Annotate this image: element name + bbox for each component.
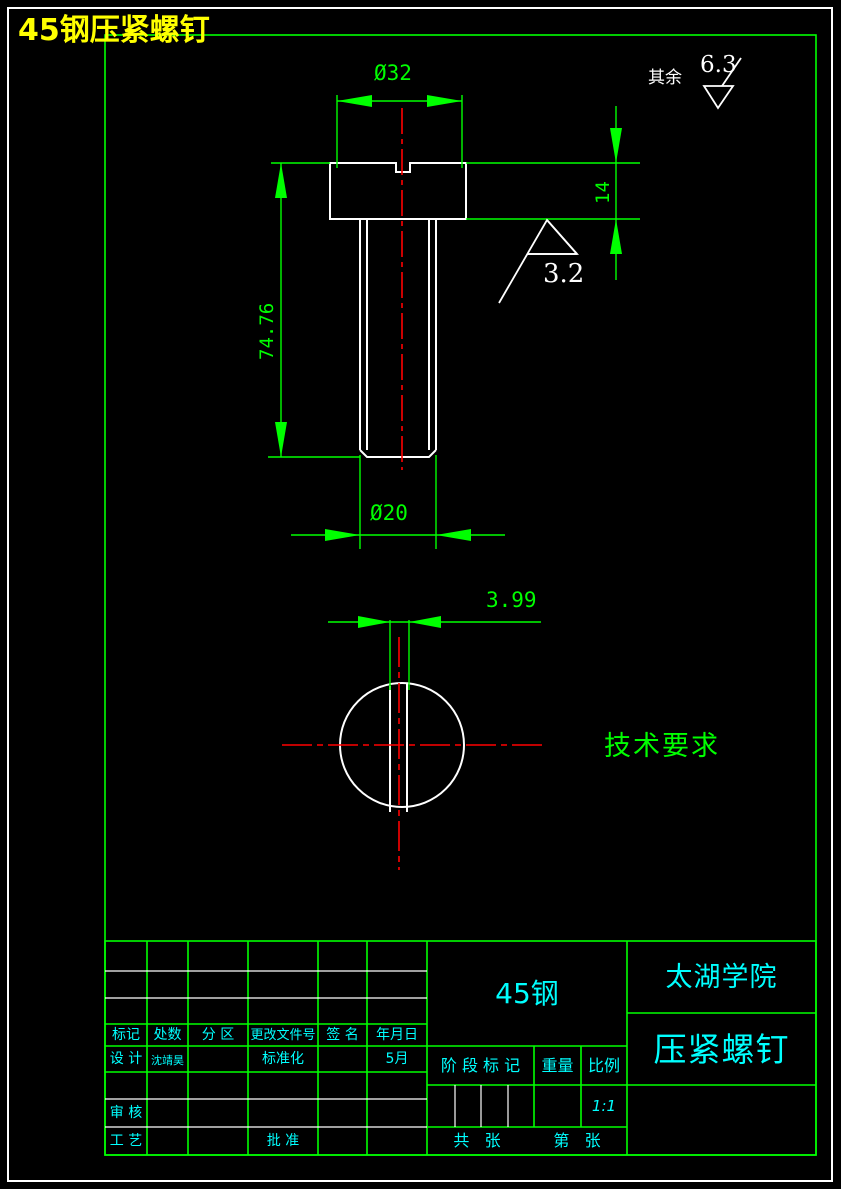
general-roughness-label: 其余 [648, 68, 682, 88]
titleblock-role-design: 设 计 [109, 1051, 143, 1067]
titleblock-role-review: 审 核 [109, 1105, 143, 1121]
roughness-symbol-3-2 [498, 218, 579, 304]
titleblock-date-value: 5月 [385, 1051, 409, 1067]
arrowhead [337, 95, 372, 107]
titleblock-sheet-total: 共 张 [453, 1131, 501, 1150]
titleblock-approval-label: 批 准 [266, 1133, 300, 1149]
titleblock-header-mark: 标记 [112, 1027, 140, 1043]
dimension-head-diameter [336, 95, 463, 168]
dimension-text-total-length: 74.76 [256, 302, 278, 360]
arrowhead [436, 529, 471, 541]
titleblock-part-name: 压紧螺钉 [653, 1029, 790, 1069]
dimension-text-head-height: 14 [592, 181, 614, 204]
titleblock-standardization-label: 标准化 [262, 1051, 304, 1067]
titleblock-stage-mark-label: 阶 段 标 记 [440, 1055, 521, 1075]
titleblock-material: 45钢 [495, 976, 559, 1010]
roughness-symbol-6-3 [702, 57, 742, 110]
titleblock-header-change-doc-no: 更改文件号 [250, 1027, 316, 1043]
titleblock-designer-name: 沈靖昊 [151, 1053, 184, 1067]
titleblock-sheet-number: 第 张 [553, 1131, 601, 1150]
arrowhead [275, 163, 287, 198]
titleblock-header-signature: 签 名 [326, 1027, 359, 1043]
dimension-slot-width [328, 620, 541, 690]
screw-head-outline [329, 162, 467, 220]
arrowhead [325, 529, 360, 541]
arrowhead [610, 128, 622, 163]
titleblock-header-zone: 分 区 [201, 1027, 235, 1043]
end-view-slot [389, 684, 408, 812]
arrowhead [409, 616, 441, 628]
arrowhead [610, 219, 622, 254]
arrowhead [358, 616, 390, 628]
titleblock-role-process: 工 艺 [109, 1133, 143, 1149]
arrowhead [275, 422, 287, 457]
general-roughness-value: 6.3 [700, 52, 737, 78]
titleblock-scale-label: 比例 [587, 1055, 620, 1075]
dimension-text-shank-diameter: Ø20 [370, 501, 408, 525]
dimension-text-head-diameter: Ø32 [374, 61, 412, 85]
titleblock-scale-value: 1:1 [591, 1096, 617, 1115]
technical-requirements-heading: 技术要求 [604, 731, 720, 762]
title-block-grid [104, 940, 817, 1156]
screw-shank-outline [359, 219, 437, 458]
page-title: 45钢压紧螺钉 [18, 13, 210, 48]
titleblock-institution: 太湖学院 [665, 961, 778, 993]
dimension-text-slot-width: 3.99 [486, 588, 537, 612]
surface-roughness-value: 3.2 [543, 259, 585, 289]
sheet-outer-border [7, 7, 833, 1182]
dimension-total-length [268, 162, 360, 458]
titleblock-header-date: 年月日 [376, 1027, 418, 1043]
titleblock-weight-label: 重量 [541, 1055, 574, 1075]
arrowhead [427, 95, 462, 107]
titleblock-header-count: 处数 [153, 1027, 182, 1043]
